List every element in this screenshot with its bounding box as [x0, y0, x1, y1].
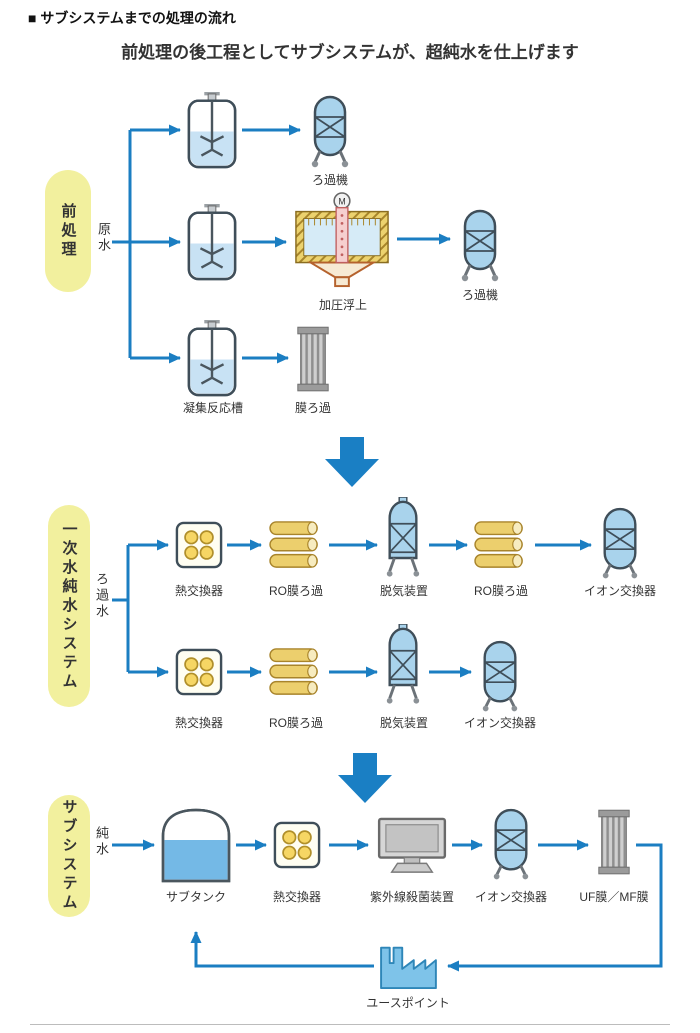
heat-exchanger-icon: [175, 521, 223, 569]
motor-label: M: [338, 196, 345, 206]
membrane-column-icon: [294, 326, 332, 393]
stirred-tank-icon: [186, 204, 238, 281]
heat-exchanger-icon: [175, 648, 223, 696]
recirculation-arrow: [447, 843, 663, 972]
filter-vessel-icon: [456, 208, 504, 282]
factory-icon: [376, 940, 440, 990]
section-pill-pretreatment: 前処理: [45, 170, 91, 292]
equipment-label-filter: ろ過機: [461, 288, 499, 302]
equipment-label-uf-mf-membrane: UF膜／MF膜: [579, 890, 649, 904]
section-label-primary-system: 一次水純水システム: [60, 520, 78, 692]
big-down-arrow-icon: [337, 753, 393, 803]
equipment-label-flotation: 加圧浮上: [318, 298, 368, 312]
ro-membrane-icon: [268, 647, 324, 697]
heat-exchanger-icon: [273, 821, 321, 869]
equipment-label-ro-membrane: RO膜ろ過: [268, 584, 324, 598]
equipment-label-ion-exchanger: イオン交換器: [583, 584, 657, 598]
equipment-label-ro-membrane: RO膜ろ過: [268, 716, 324, 730]
page-title: ■ サブシステムまでの処理の流れ: [28, 10, 236, 26]
equipment-label-degasifier: 脱気装置: [379, 584, 429, 598]
uv-sterilizer-icon: [376, 817, 448, 875]
stirred-tank-icon: [186, 92, 238, 169]
ion-exchanger-icon: [598, 506, 642, 579]
ro-membrane-icon: [268, 520, 324, 570]
equipment-label-heat-exchanger: 熱交換器: [174, 584, 224, 598]
membrane-column-icon: [595, 809, 633, 876]
bottom-divider: [30, 1024, 670, 1025]
sub-tank-icon: [160, 806, 232, 884]
big-down-arrow-icon: [324, 437, 380, 487]
section-pill-subsystem: サブシステム: [48, 795, 90, 917]
degasifier-icon: [383, 496, 423, 579]
filter-vessel-icon: [306, 94, 354, 168]
equipment-label-use-point: ユースポイント: [366, 996, 450, 1010]
feed-label-raw-water: 原水: [96, 222, 111, 254]
equipment-label-degasifier: 脱気装置: [379, 716, 429, 730]
equipment-label-membrane-filtration: 膜ろ過: [294, 401, 332, 415]
equipment-label-coagulation-tank: 凝集反応槽: [182, 401, 244, 415]
degasifier-icon: [383, 623, 423, 706]
section-label-pretreatment: 前処理: [59, 202, 77, 260]
equipment-label-ion-exchanger: イオン交換器: [463, 716, 537, 730]
equipment-label-uv-sterilizer: 紫外線殺菌装置: [369, 890, 455, 904]
section-pill-primary-system: 一次水純水システム: [48, 505, 90, 707]
feed-label-filtered-water: ろ過水: [94, 572, 109, 620]
ion-exchanger-icon: [489, 807, 533, 880]
flotation-unit-icon: M: [291, 192, 393, 290]
equipment-label-ion-exchanger: イオン交換器: [474, 890, 548, 904]
equipment-label-heat-exchanger: 熱交換器: [174, 716, 224, 730]
section-label-subsystem: サブシステム: [60, 799, 78, 913]
recirculation-arrow: [190, 931, 374, 968]
equipment-label-sub-tank: サブタンク: [165, 890, 227, 904]
stirred-tank-icon: [186, 320, 238, 397]
equipment-label-heat-exchanger: 熱交換器: [272, 890, 322, 904]
feed-label-pure-water: 純水: [94, 826, 109, 858]
equipment-label-filter: ろ過機: [311, 173, 349, 187]
ion-exchanger-icon: [478, 639, 522, 712]
ro-membrane-icon: [473, 520, 529, 570]
page-subtitle: 前処理の後工程としてサブシステムが、超純水を仕上げます: [121, 43, 579, 62]
equipment-label-ro-membrane: RO膜ろ過: [473, 584, 529, 598]
